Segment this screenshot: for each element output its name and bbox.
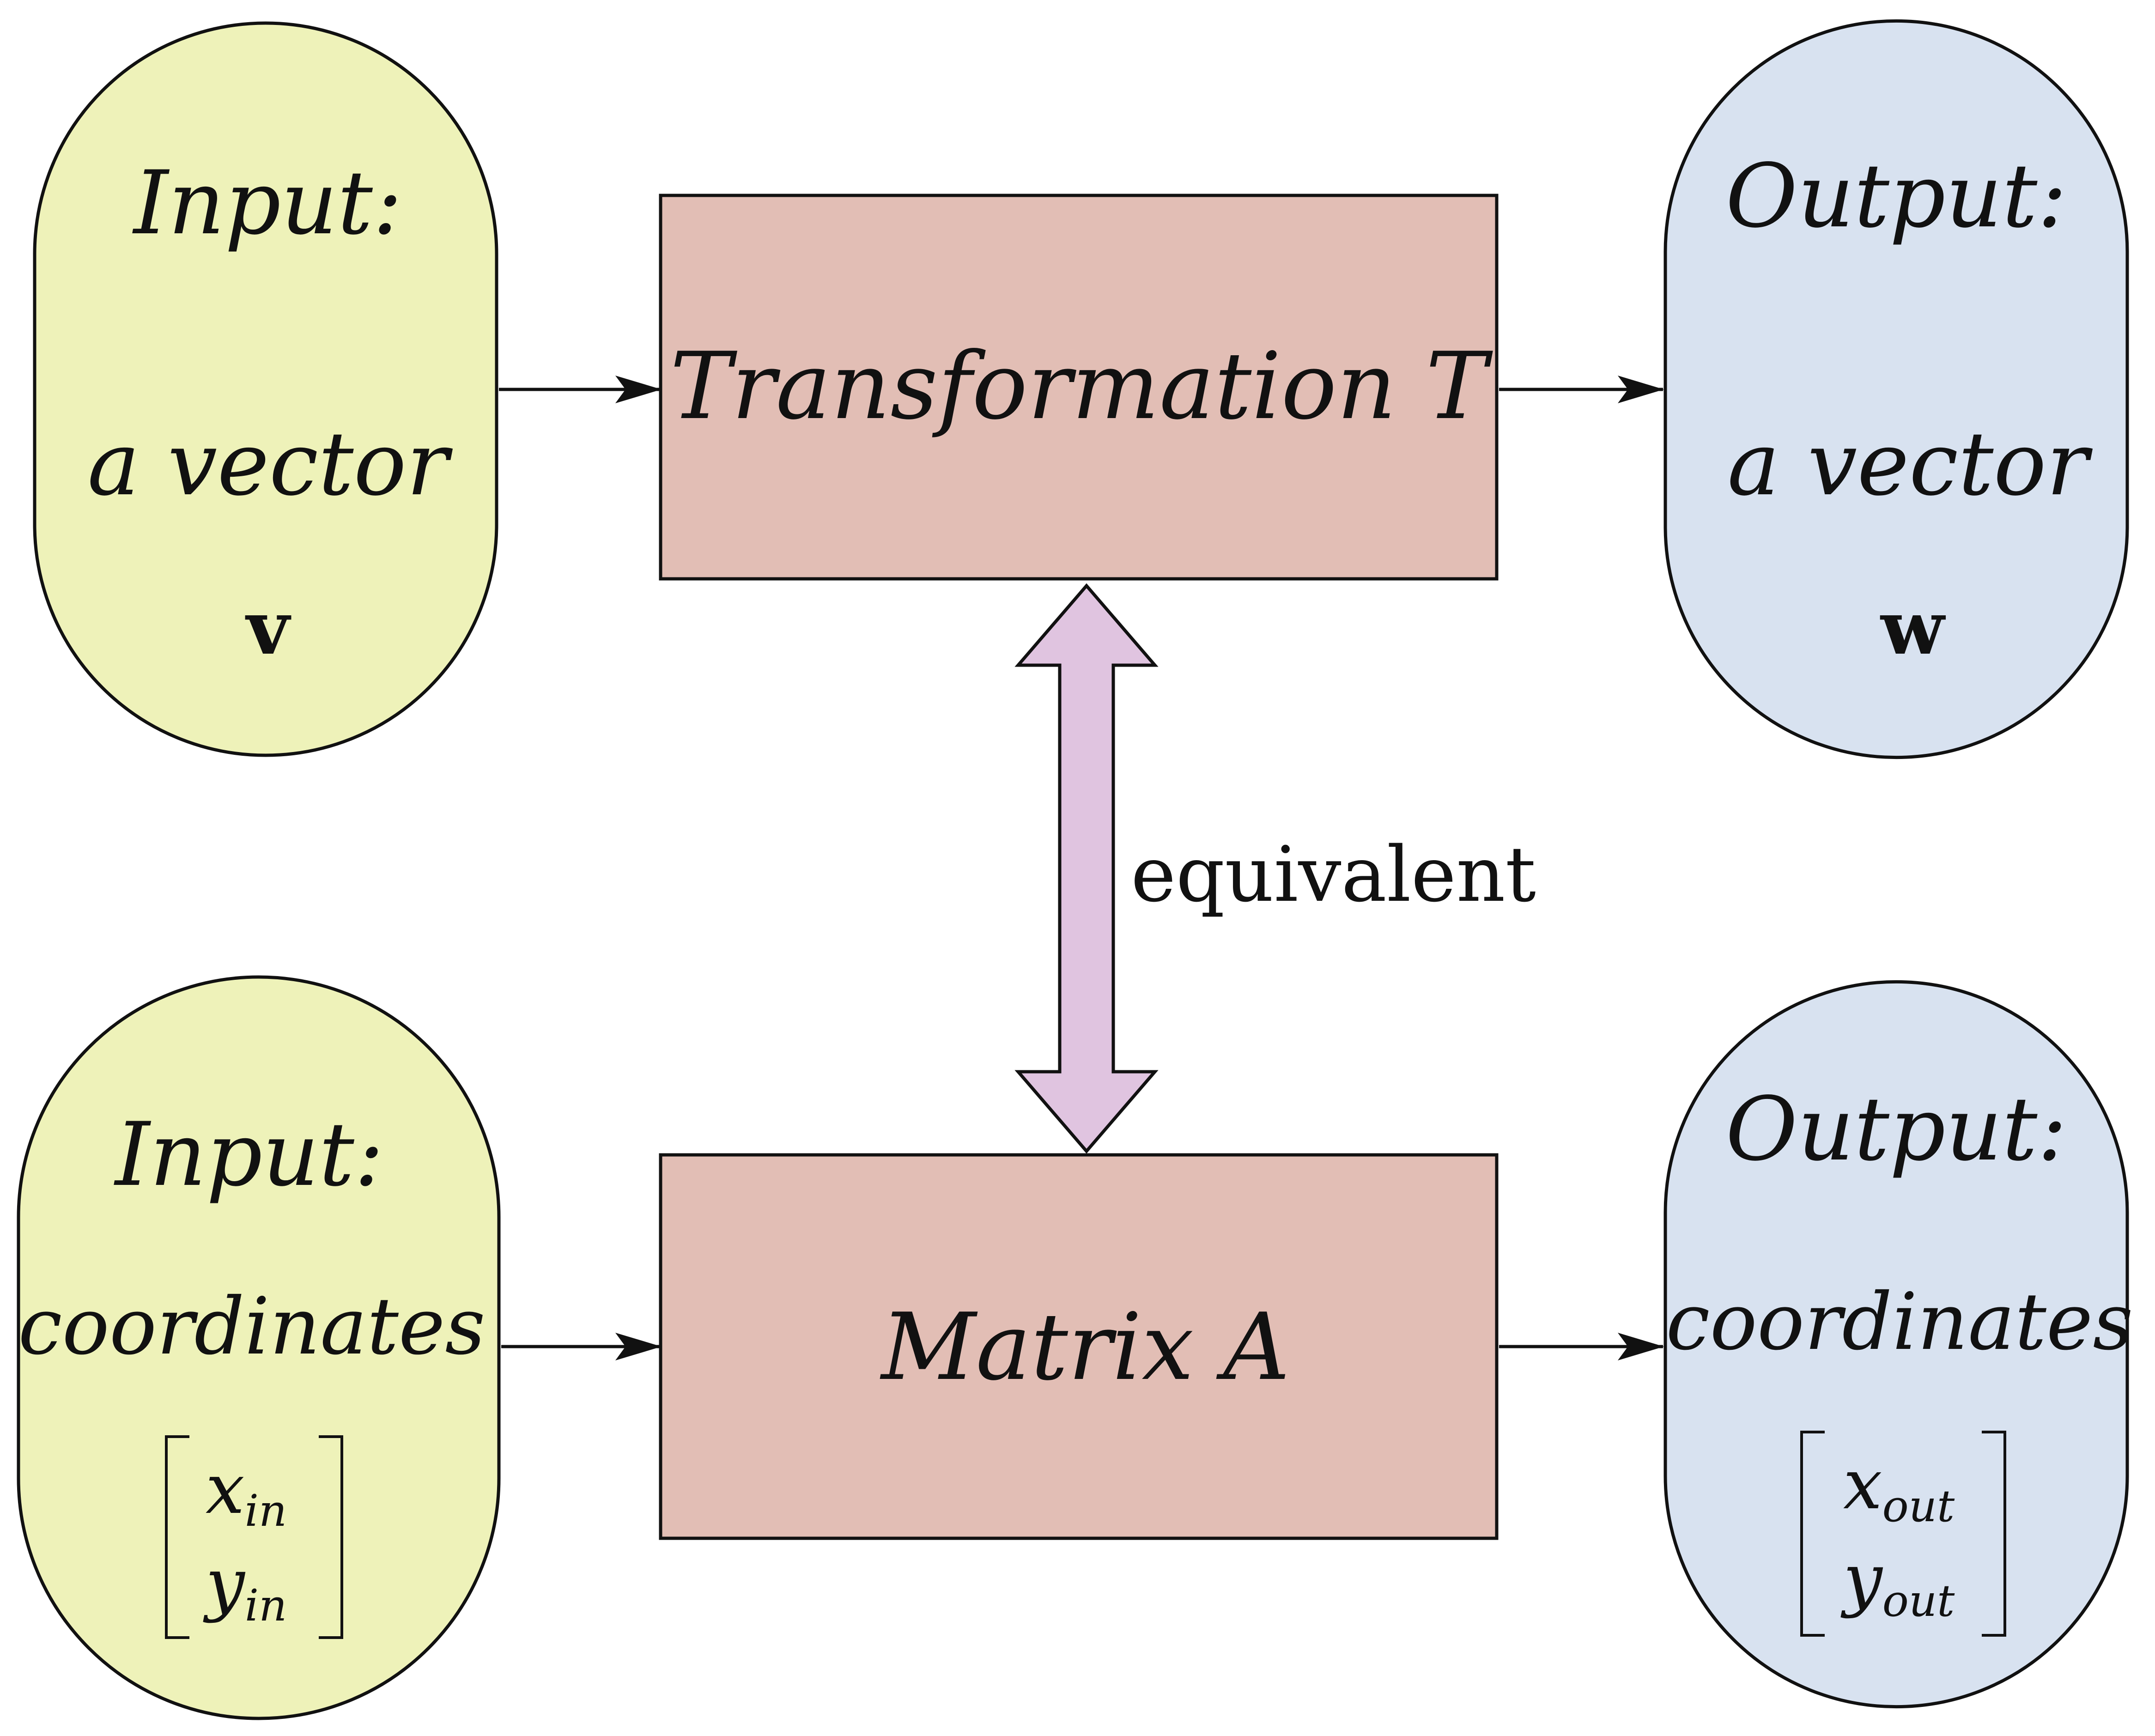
bottom-output-bracket-right [1982,1431,2006,1637]
top-input-title: Input: [132,152,402,254]
top-output-line: a vector [1727,413,2093,515]
top-input-line: a vector [87,413,453,515]
bottom-output-title: Output: [1726,1078,2067,1180]
double-arrow-shape [1014,583,1159,1154]
bottom-output-bracket-left [1800,1431,1825,1637]
bottom-input-vector-top: xin [206,1449,287,1536]
top-output-node: Output: a vector w [1663,19,2129,759]
transformation-box-shape [659,194,1499,581]
bottom-input-x-sub: in [245,1486,287,1536]
bottom-input-y-base: y [203,1544,246,1624]
matrix-box: Matrix A [659,1153,1499,1540]
bottom-input-line: coordinates [18,1281,485,1372]
transformation-label: Transformation T [670,333,1493,440]
bottom-output-x-sub: out [1882,1481,1955,1532]
equivalence-arrow: equivalent [1014,583,1536,1154]
top-output-title: Output: [1726,145,2067,247]
matrix-box-shape [659,1153,1499,1540]
bottom-input-x-base: x [206,1449,245,1530]
bottom-output-line: coordinates [1666,1276,2133,1368]
equivalence-label: equivalent [1131,830,1536,919]
matrix-label: Matrix A [880,1293,1290,1401]
bottom-input-bracket-right [319,1435,343,1639]
bottom-output-node: Output: coordinates xout yout [1663,980,2133,1709]
bottom-input-vector-bottom: yin [203,1544,287,1631]
transformation-box: Transformation T [659,194,1499,581]
bottom-output-y-sub: out [1882,1576,1955,1627]
top-output-symbol: w [1880,584,1946,671]
top-output-shape [1663,19,2129,759]
bottom-input-node: Input: coordinates xin yin [17,975,501,1720]
top-input-node: Input: a vector v [33,21,498,757]
bottom-output-x-base: x [1843,1445,1882,1525]
top-input-shape [33,21,498,757]
bottom-output-vector-top: xout [1843,1445,1955,1532]
bottom-output-vector-bottom: yout [1840,1539,1955,1627]
bottom-input-bracket-left [165,1435,189,1639]
bottom-input-shape [17,975,501,1720]
bottom-input-y-sub: in [245,1580,287,1631]
bottom-output-shape [1663,980,2129,1709]
bottom-input-title: Input: [114,1104,384,1206]
bottom-output-y-base: y [1840,1539,1883,1620]
top-input-symbol: v [245,584,291,671]
